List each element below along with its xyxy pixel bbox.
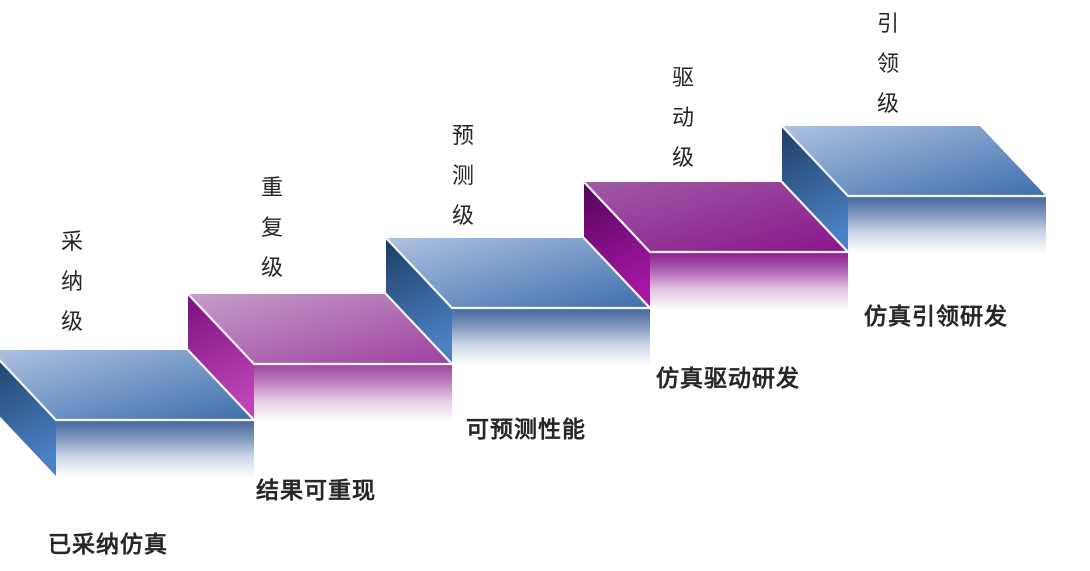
step-3-right-edge-highlight — [582, 236, 652, 310]
level-3-caption: 可预测性能 — [466, 416, 586, 442]
step-2-front-fade — [254, 364, 452, 422]
step-2-edge-highlight — [186, 292, 454, 366]
step-2-right-edge-highlight — [384, 292, 454, 366]
step-2-top-face — [188, 294, 452, 364]
step-4-edge-highlight — [582, 180, 850, 254]
step-4-right-edge-highlight — [780, 180, 850, 254]
step-5-edge-highlight — [780, 124, 1048, 198]
step-3-left-face — [386, 238, 452, 364]
step-1-right-edge-highlight — [186, 348, 256, 422]
level-1-label: 采纳级 — [60, 229, 83, 334]
step-4-left-face — [584, 182, 650, 308]
level-5-label: 引领级 — [876, 11, 899, 116]
level-3-label: 预测级 — [451, 123, 474, 228]
level-2-label: 重复级 — [260, 175, 283, 280]
level-1-caption: 已采纳仿真 — [48, 531, 168, 557]
step-3-front-fade — [452, 308, 650, 366]
step-4-front-fade — [650, 252, 848, 310]
level-4-caption: 仿真驱动研发 — [656, 365, 800, 391]
step-2-left-face — [188, 294, 254, 420]
level-4-label: 驱动级 — [671, 65, 694, 170]
step-5-top-face — [782, 126, 1046, 196]
step-1-front-fade — [56, 420, 254, 478]
step-1-top-face — [0, 350, 254, 420]
step-5-front-fade — [848, 196, 1046, 254]
level-2-caption: 结果可重现 — [256, 477, 376, 503]
step-3-edge-highlight — [384, 236, 652, 310]
step-1-edge-highlight — [0, 359, 256, 422]
step-5-left-face — [782, 126, 848, 252]
step-1-left-face — [0, 360, 56, 476]
step-3-top-face — [386, 238, 650, 308]
step-4-top-face — [584, 182, 848, 252]
level-5-caption: 仿真引领研发 — [864, 303, 1008, 329]
